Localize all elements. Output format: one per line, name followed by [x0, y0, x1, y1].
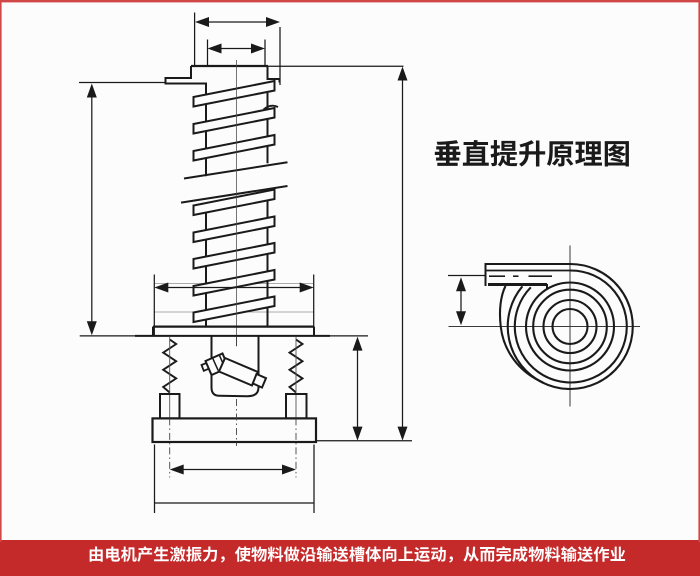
helix-flight: [192, 106, 276, 135]
dimension-arrowhead: [86, 83, 97, 98]
title-glyphs: [434, 139, 629, 167]
dim-outlet-inner-width: [206, 39, 266, 66]
spiral-trough: [498, 262, 634, 391]
dimension-arrowhead: [266, 17, 280, 27]
base-assembly: [151, 393, 318, 478]
dimension-arrowhead: [352, 336, 363, 351]
dimension-arrowhead: [397, 66, 408, 81]
dimension-arrowhead: [352, 426, 363, 441]
spiral-turn: [551, 307, 589, 346]
dimension-arrowhead: [397, 426, 408, 441]
dimension-arrowhead: [299, 282, 314, 293]
base-plate: [151, 417, 318, 444]
dimension-arrowhead: [169, 464, 184, 475]
front-view-drawing: [79, 60, 404, 478]
spiral-turn: [524, 281, 616, 372]
dim-base-height: [352, 336, 363, 441]
dim-outlet-outer-width: [193, 12, 281, 85]
helix-flight: [192, 215, 276, 244]
dim-base-width: [153, 444, 315, 513]
helix-flight: [192, 295, 276, 324]
helix-flight: [192, 268, 276, 297]
dimension-arrowhead: [282, 464, 296, 475]
spiral-turn: [532, 288, 608, 365]
vibration-motor: [200, 336, 268, 398]
eccentric-right-cap: [251, 372, 268, 389]
suspension-springs: [161, 337, 305, 419]
dim-column-height: [79, 81, 166, 336]
banner-glyphs: [89, 546, 626, 563]
dim-trough-depth: [448, 274, 486, 326]
eccentric-block: [217, 356, 260, 387]
frame-border-left: [0, 0, 2, 542]
dimension-lines: [79, 12, 412, 513]
dim-feet-spacing: [169, 464, 296, 475]
dimension-arrowhead: [456, 311, 466, 326]
frame-border-top: [0, 0, 700, 3]
caption-banner: [0, 540, 700, 576]
spiral-turn: [542, 298, 598, 355]
dimension-arrowhead: [456, 277, 466, 292]
helix-flight: [192, 241, 276, 270]
helix-flight: [192, 133, 276, 162]
dimension-arrowhead: [154, 282, 169, 293]
dim-casing-width: [154, 282, 314, 293]
dim-total-height: [316, 66, 412, 442]
helix-flight: [192, 79, 276, 108]
dimension-arrowhead: [195, 17, 209, 27]
frame-border-right: [698, 0, 700, 542]
top-view-spiral-drawing: [448, 245, 640, 407]
dimension-arrowhead: [207, 43, 222, 54]
frame-border: [0, 0, 700, 542]
vibrating-table: [79, 325, 368, 337]
discharge-pipe: [484, 263, 570, 289]
dimension-arrowhead: [251, 43, 265, 54]
helix-column: [180, 79, 288, 327]
helix-flight: [192, 188, 276, 217]
dimension-arrowhead: [86, 321, 97, 336]
